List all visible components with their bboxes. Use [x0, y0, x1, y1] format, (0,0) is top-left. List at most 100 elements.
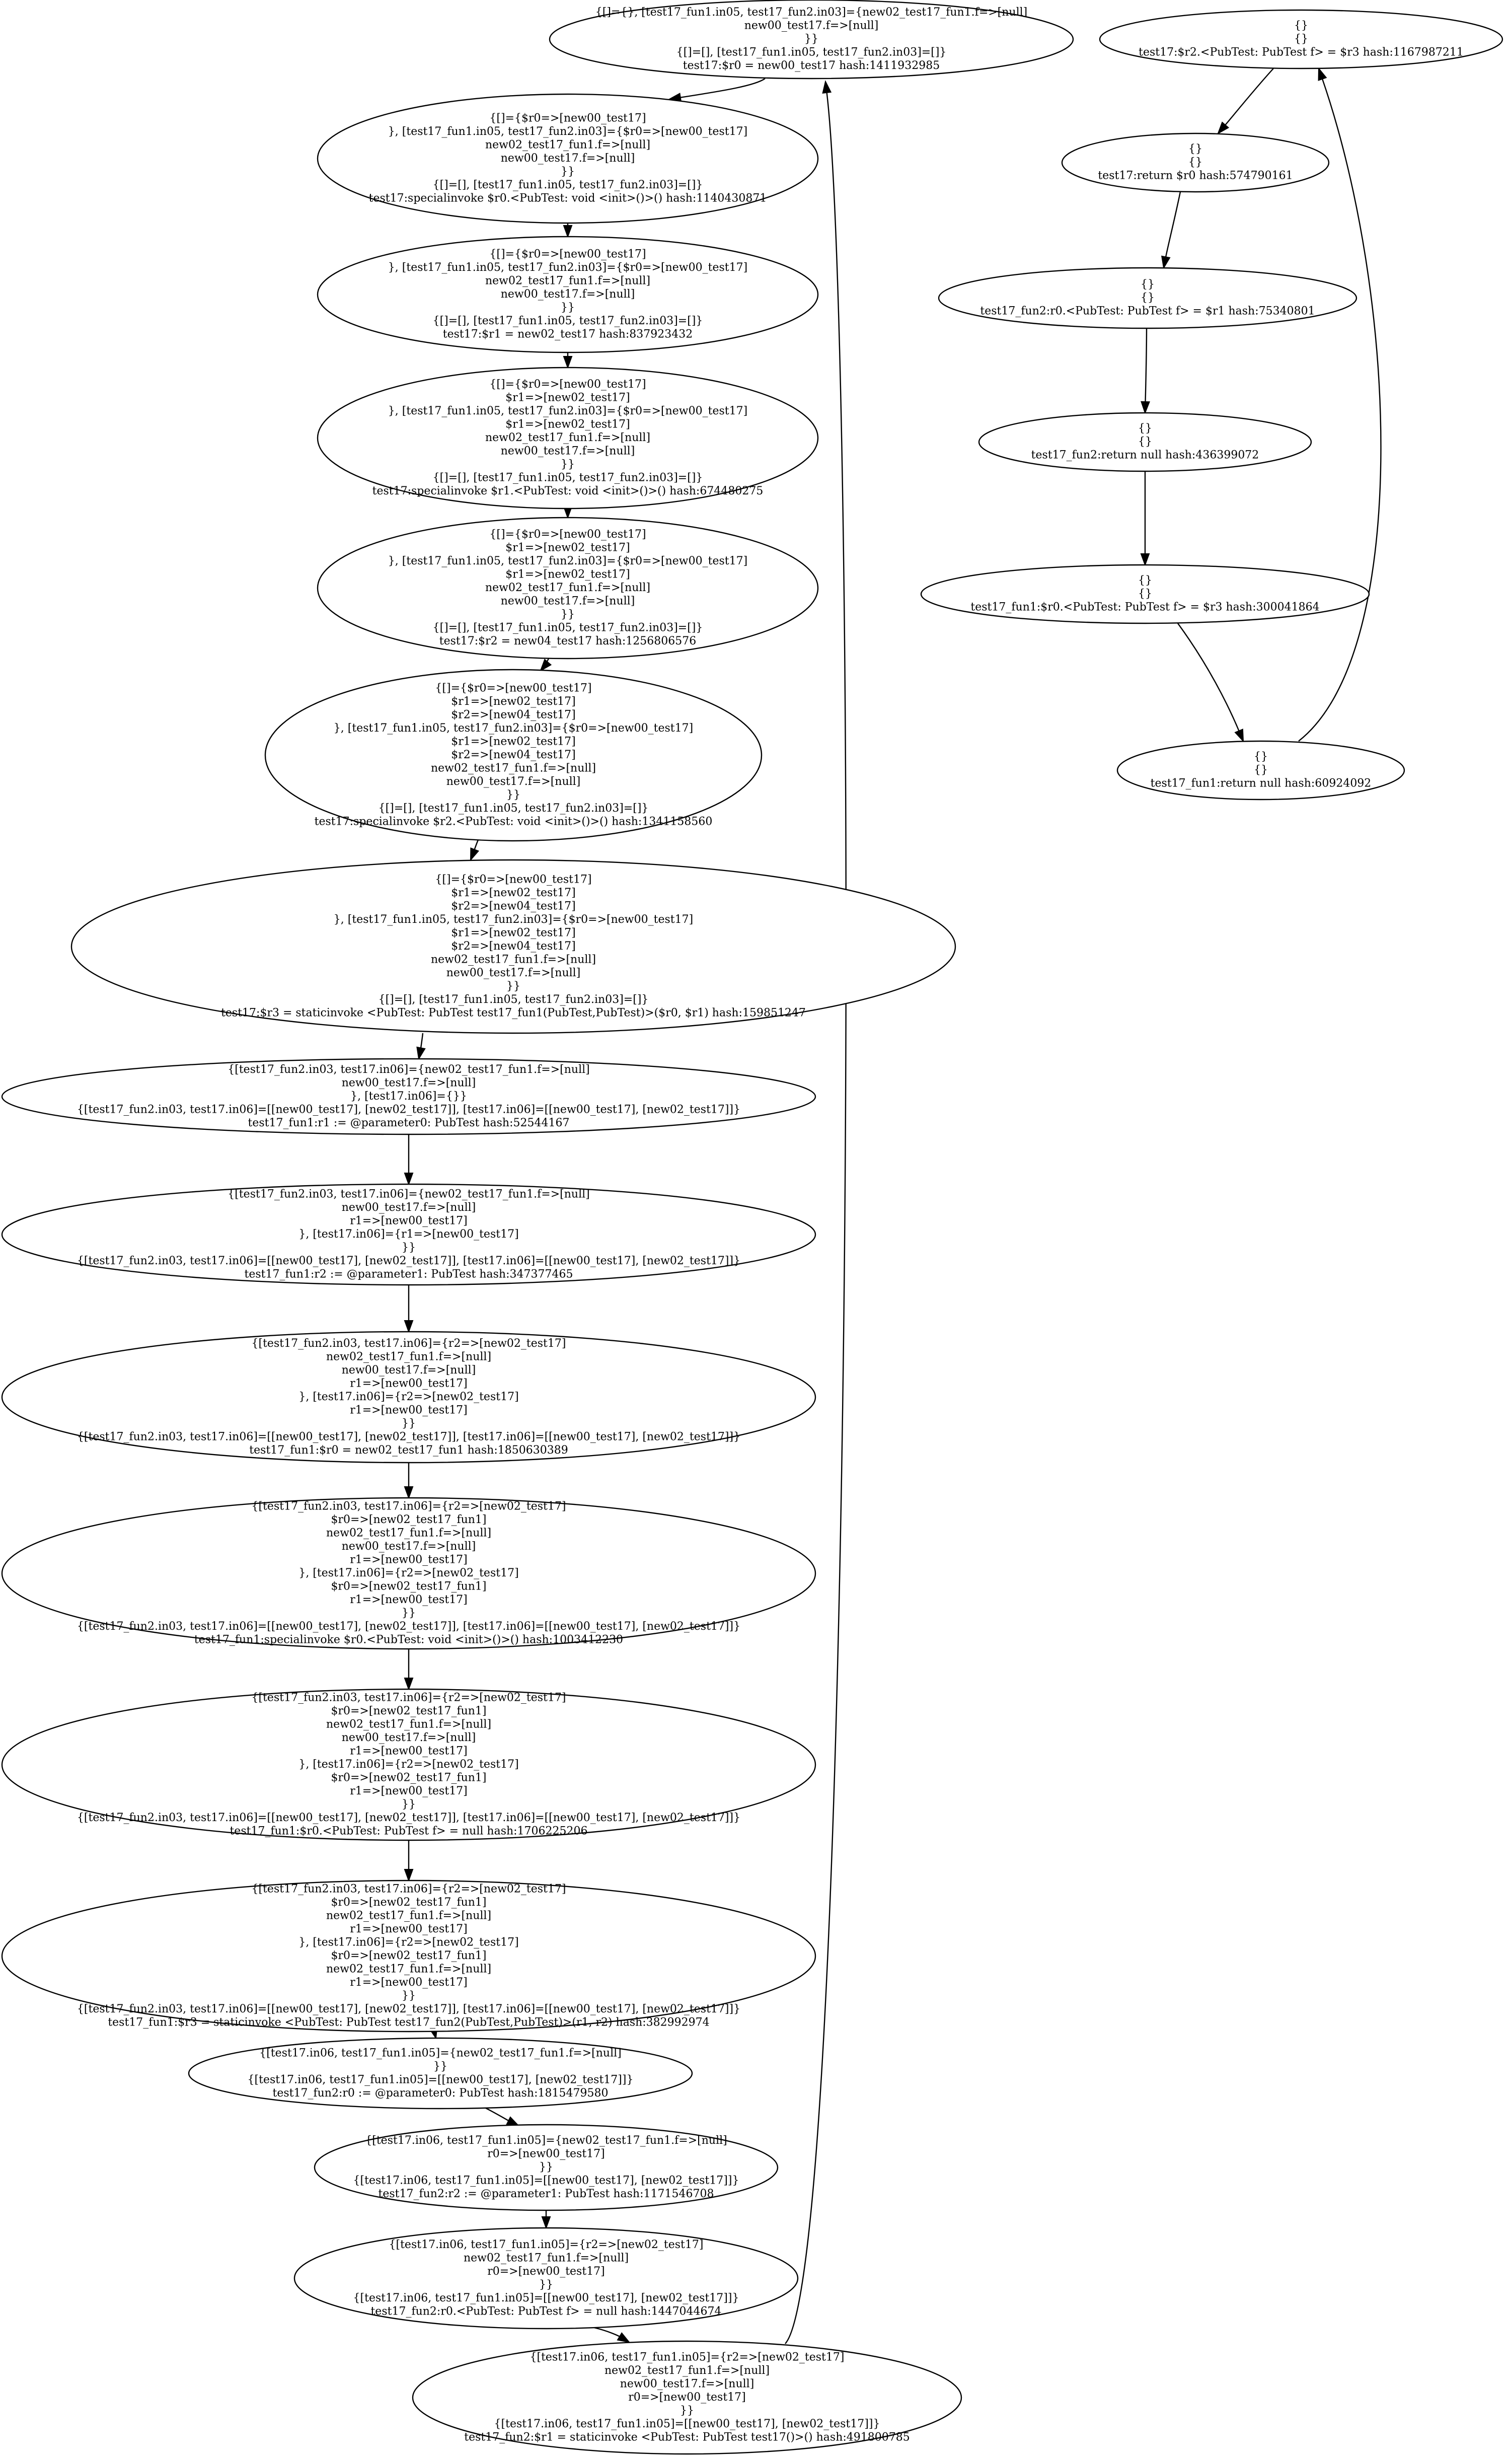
- graph-node-r6[interactable]: {}{}test17_fun1:return null hash:6092409…: [1116, 740, 1405, 801]
- node-label-line: r1=>[new00_test17]: [350, 1404, 468, 1417]
- node-label-line: {[test17_fun2.in03, test17.in06]={r2=>[n…: [252, 1337, 566, 1350]
- node-label-line: {[test17_fun2.in03, test17.in06]=[[new00…: [77, 1620, 740, 1633]
- node-label-line: new00_test17.f=>[null]: [342, 1077, 476, 1090]
- node-label-line: $r1=>[new02_test17]: [505, 418, 630, 431]
- edge-r3-r4: [1145, 328, 1148, 403]
- node-label-line: test17_fun2:r0 := @parameter0: PubTest h…: [272, 2087, 608, 2100]
- node-label-line: test17:$r3 = staticinvoke <PubTest: PubT…: [221, 1007, 806, 1020]
- node-label-line: new00_test17.f=>[null]: [620, 2378, 754, 2391]
- node-label-line: $r0=>[new02_test17_fun1]: [331, 1896, 486, 1909]
- node-label-line: }}: [402, 1798, 416, 1811]
- node-label-line: test17:specialinvoke $r0.<PubTest: void …: [369, 192, 767, 205]
- arrowhead-n16-n17: [617, 2332, 631, 2343]
- node-label-line: }}: [402, 1990, 416, 2002]
- node-label-line: }}: [433, 2060, 447, 2073]
- graph-node-n13[interactable]: {[test17_fun2.in03, test17.in06]={r2=>[n…: [1, 1879, 816, 2033]
- node-label-line: new00_test17.f=>[null]: [342, 1731, 476, 1744]
- node-label-line: $r2=>[new04_test17]: [451, 940, 576, 953]
- node-label-line: }}: [561, 166, 575, 178]
- node-label-line: {[]={$r0=>[new00_test17]: [489, 248, 646, 261]
- node-label-line: $r0=>[new02_test17_fun1]: [331, 1772, 486, 1784]
- graph-node-r4[interactable]: {}{}test17_fun2:return null hash:4363990…: [978, 412, 1312, 472]
- node-label-line: $r2=>[new04_test17]: [451, 749, 576, 761]
- node-label-line: test17:specialinvoke $r1.<PubTest: void …: [372, 485, 764, 497]
- graph-node-r1[interactable]: {}{}test17:$r2.<PubTest: PubTest f> = $r…: [1099, 9, 1503, 69]
- graph-node-n2[interactable]: {[]={$r0=>[new00_test17]}, [test17_fun1.…: [317, 93, 819, 224]
- node-label-line: r0=>[new00_test17]: [628, 2391, 746, 2404]
- node-label-line: {[test17_fun2.in03, test17.in06]={r2=>[n…: [252, 1692, 566, 1704]
- graph-node-n7[interactable]: {[]={$r0=>[new00_test17]$r1=>[new02_test…: [70, 859, 956, 1034]
- node-label-line: new02_test17_fun1.f=>[null]: [485, 431, 650, 444]
- graph-node-n11[interactable]: {[test17_fun2.in03, test17.in06]={r2=>[n…: [1, 1497, 816, 1650]
- node-label-line: new00_test17.f=>[null]: [501, 445, 635, 458]
- node-label-line: }}: [402, 1242, 416, 1254]
- node-label-line: }}: [402, 1417, 416, 1430]
- node-label-line: {[test17_fun2.in03, test17.in06]={new02_…: [228, 1063, 589, 1076]
- graph-node-n3[interactable]: {[]={$r0=>[new00_test17]}, [test17_fun1.…: [317, 236, 819, 353]
- node-label-line: }, [test17_fun1.in05, test17_fun2.in03]=…: [334, 722, 693, 735]
- node-label-line: {[]=[], [test17_fun1.in05, test17_fun2.i…: [433, 315, 703, 327]
- node-label-line: r0=>[new00_test17]: [487, 2148, 605, 2160]
- graph-node-n4[interactable]: {[]={$r0=>[new00_test17]$r1=>[new02_test…: [317, 367, 819, 510]
- edges-layer: [404, 67, 1382, 2344]
- node-label-line: new02_test17_fun1.f=>[null]: [485, 139, 650, 152]
- graph-node-n14[interactable]: {[test17.in06, test17_fun1.in05]={new02_…: [188, 2037, 693, 2110]
- node-label-line: new02_test17_fun1.f=>[null]: [326, 1527, 491, 1540]
- node-label-line: {[test17.in06, test17_fun1.in05]=[[new00…: [353, 2292, 739, 2304]
- graph-node-r2[interactable]: {}{}test17:return $r0 hash:574790161: [1061, 132, 1330, 193]
- node-label-line: }, [test17.in06]={r2=>[new02_test17]: [298, 1567, 518, 1579]
- node-label-line: {[]={$r0=>[new00_test17]: [489, 112, 646, 125]
- graph-node-r3[interactable]: {}{}test17_fun2:r0.<PubTest: PubTest f> …: [938, 267, 1357, 329]
- node-label-line: new00_test17.f=>[null]: [744, 20, 879, 32]
- graph-node-n1[interactable]: {[]={}, [test17_fun1.in05, test17_fun2.i…: [549, 0, 1074, 80]
- node-label-line: test17_fun2:r2 := @parameter1: PubTest h…: [378, 2188, 714, 2200]
- node-label-line: {[]={$r0=>[new00_test17]: [435, 682, 591, 695]
- node-ellipse: [293, 2227, 799, 2330]
- graph-node-n16[interactable]: {[test17.in06, test17_fun1.in05]={r2=>[n…: [293, 2227, 799, 2330]
- graph-node-n6[interactable]: {[]={$r0=>[new00_test17]$r1=>[new02_test…: [264, 669, 763, 842]
- node-label-line: test17_fun1:return null hash:60924092: [1151, 777, 1372, 790]
- graph-node-n9[interactable]: {[test17_fun2.in03, test17.in06]={new02_…: [1, 1183, 816, 1286]
- node-label-line: r1=>[new00_test17]: [350, 1594, 468, 1606]
- edge-r1-r2: [1224, 68, 1274, 126]
- node-label-line: {}: [1138, 436, 1152, 448]
- arrowhead-n17-n1: [822, 80, 832, 94]
- node-label-line: }}: [561, 608, 575, 621]
- node-label-line: new00_test17.f=>[null]: [446, 775, 581, 788]
- node-label-line: {[]=[], [test17_fun1.in05, test17_fun2.i…: [433, 179, 703, 191]
- node-ellipse: [317, 236, 819, 353]
- node-label-line: test17_fun2:$r1 = staticinvoke <PubTest:…: [464, 2431, 910, 2444]
- edge-n1-n2: [679, 78, 766, 99]
- node-ellipse: [1, 1331, 816, 1464]
- node-label-line: {[]=[], [test17_fun1.in05, test17_fun2.i…: [433, 472, 703, 484]
- node-label-line: r1=>[new00_test17]: [350, 1554, 468, 1566]
- node-label-line: new02_test17_fun1.f=>[null]: [326, 1351, 491, 1363]
- arrowhead-n11-n12: [404, 1678, 414, 1691]
- node-label-line: {}: [1294, 20, 1308, 32]
- edge-n16-n17: [593, 2327, 621, 2338]
- node-ellipse: [317, 93, 819, 224]
- graph-node-n17[interactable]: {[test17.in06, test17_fun1.in05]={r2=>[n…: [412, 2340, 962, 2455]
- node-label-line: }}: [680, 2405, 694, 2417]
- node-label-line: {[]={$r0=>[new00_test17]: [489, 378, 646, 391]
- node-label-line: test17_fun2:r0.<PubTest: PubTest f> = nu…: [370, 2305, 721, 2318]
- node-label-line: test17_fun1:$r3 = staticinvoke <PubTest:…: [108, 2016, 709, 2029]
- graph-node-n10[interactable]: {[test17_fun2.in03, test17.in06]={r2=>[n…: [1, 1331, 816, 1464]
- arrowhead-n6-n7: [470, 847, 480, 861]
- graph-node-n8[interactable]: {[test17_fun2.in03, test17.in06]={new02_…: [1, 1058, 816, 1135]
- node-label-line: new02_test17_fun1.f=>[null]: [485, 275, 650, 287]
- node-label-line: new02_test17_fun1.f=>[null]: [604, 2364, 770, 2377]
- node-label-line: r1=>[new00_test17]: [350, 1976, 468, 1989]
- node-label-line: $r1=>[new02_test17]: [505, 392, 630, 404]
- graph-node-n5[interactable]: {[]={$r0=>[new00_test17]$r1=>[new02_test…: [317, 517, 819, 660]
- node-label-line: }, [test17_fun1.in05, test17_fun2.in03]=…: [388, 405, 747, 417]
- graph-node-n15[interactable]: {[test17.in06, test17_fun1.in05]={new02_…: [314, 2124, 779, 2211]
- node-label-line: }}: [561, 458, 575, 471]
- graph-node-r5[interactable]: {}{}test17_fun1:$r0.<PubTest: PubTest f>…: [920, 564, 1370, 624]
- graph-node-n12[interactable]: {[test17_fun2.in03, test17.in06]={r2=>[n…: [1, 1688, 816, 1841]
- node-label-line: {[test17.in06, test17_fun1.in05]=[[new00…: [248, 2073, 634, 2086]
- node-label-line: new00_test17.f=>[null]: [342, 1540, 476, 1553]
- edge-r6-r1: [1298, 78, 1382, 742]
